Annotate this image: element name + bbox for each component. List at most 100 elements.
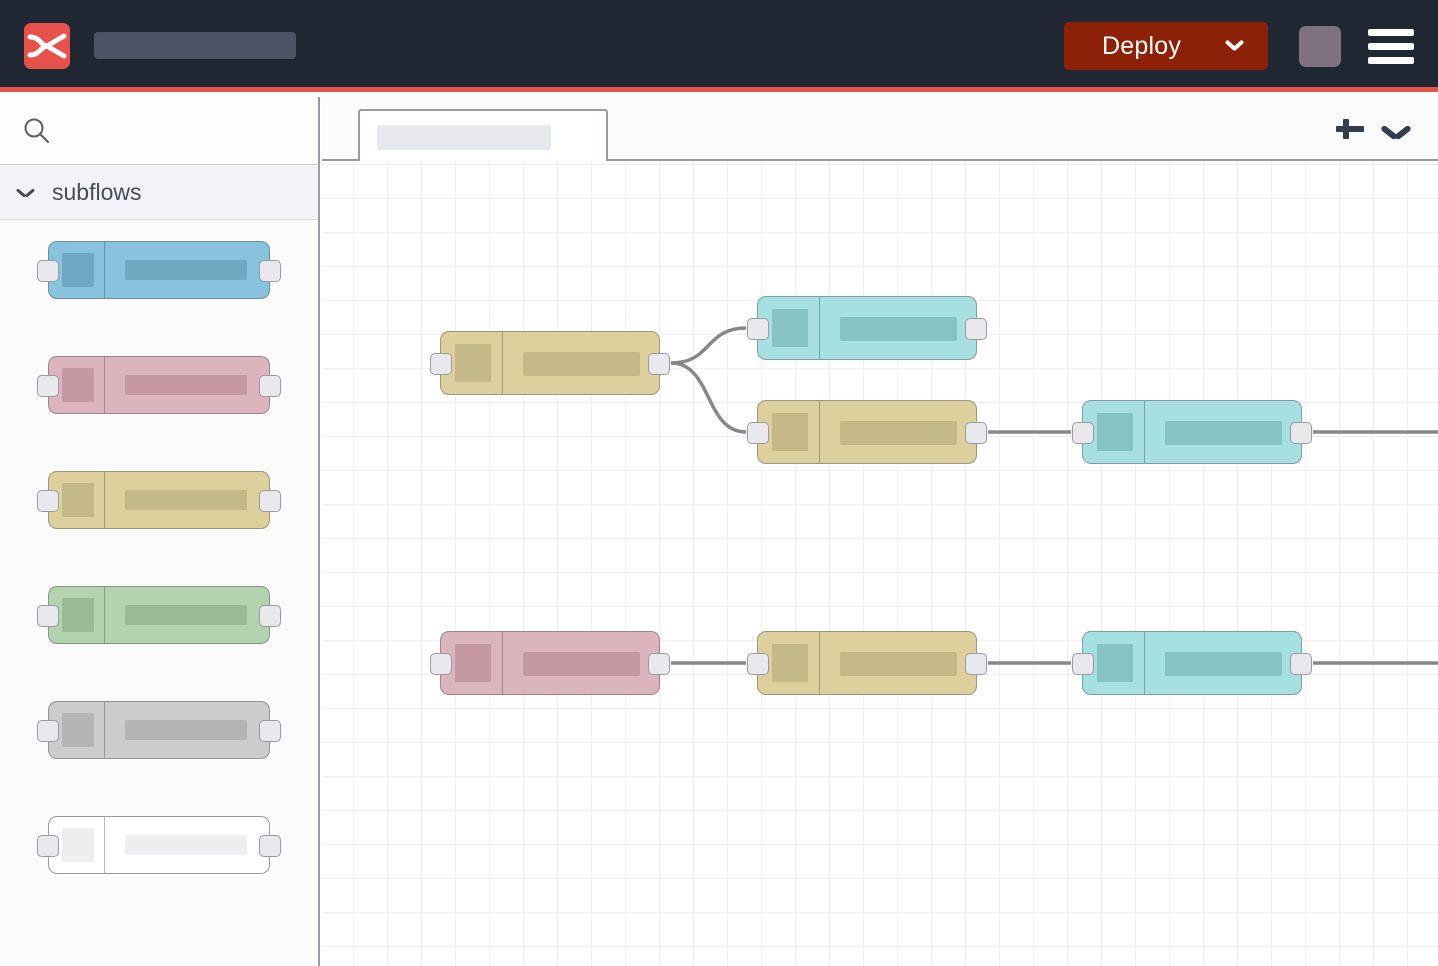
- node-icon-cell: [758, 297, 820, 359]
- app-header: Deploy: [0, 0, 1438, 92]
- node-output-port[interactable]: [965, 318, 987, 340]
- node-label-redacted: [125, 605, 247, 625]
- flow-node[interactable]: [430, 631, 670, 695]
- node-icon-redacted: [1097, 413, 1133, 451]
- node-output-port[interactable]: [259, 490, 281, 512]
- flow-title-redacted: [94, 32, 296, 59]
- node-input-port[interactable]: [1072, 422, 1094, 444]
- node-icon-redacted: [62, 713, 94, 747]
- node-label-redacted: [125, 490, 247, 510]
- node-icon-redacted: [772, 309, 808, 347]
- node-icon-redacted: [455, 344, 491, 382]
- node-output-port[interactable]: [965, 653, 987, 675]
- chevron-down-icon[interactable]: [1226, 39, 1243, 49]
- flow-node[interactable]: [747, 400, 987, 464]
- node-input-port[interactable]: [37, 260, 59, 282]
- palette-category-subflows[interactable]: subflows: [0, 166, 318, 220]
- node-output-port[interactable]: [965, 422, 987, 444]
- node-icon-redacted: [62, 253, 94, 287]
- palette-node[interactable]: [37, 356, 281, 414]
- node-input-port[interactable]: [37, 490, 59, 512]
- node-input-port[interactable]: [747, 422, 769, 444]
- node-red-logo-icon[interactable]: [24, 23, 70, 69]
- node-label-redacted: [840, 421, 957, 445]
- node-icon-cell: [49, 817, 105, 873]
- flow-node[interactable]: [1072, 400, 1312, 464]
- node-icon-redacted: [772, 644, 808, 682]
- node-icon-redacted: [1097, 644, 1133, 682]
- node-output-port[interactable]: [259, 260, 281, 282]
- node-label-redacted: [125, 835, 247, 855]
- node-output-port[interactable]: [259, 375, 281, 397]
- node-icon-redacted: [455, 644, 491, 682]
- node-input-port[interactable]: [1072, 653, 1094, 675]
- flow-node[interactable]: [430, 331, 670, 395]
- palette-node[interactable]: [37, 471, 281, 529]
- node-output-port[interactable]: [259, 720, 281, 742]
- node-icon-redacted: [62, 828, 94, 862]
- palette-node[interactable]: [37, 241, 281, 299]
- flow-node[interactable]: [747, 631, 987, 695]
- node-label-redacted: [523, 652, 640, 676]
- node-label-redacted: [125, 375, 247, 395]
- flow-wire[interactable]: [670, 361, 747, 434]
- flow-wire[interactable]: [670, 326, 747, 365]
- node-icon-cell: [49, 587, 105, 643]
- node-input-port[interactable]: [430, 353, 452, 375]
- search-icon: [22, 116, 52, 151]
- node-label-redacted: [125, 260, 247, 280]
- node-icon-redacted: [772, 413, 808, 451]
- node-label-redacted: [840, 652, 957, 676]
- node-icon-cell: [49, 242, 105, 298]
- node-output-port[interactable]: [648, 353, 670, 375]
- flow-tab-active[interactable]: [358, 109, 608, 163]
- node-icon-cell: [49, 357, 105, 413]
- node-label-redacted: [125, 720, 247, 740]
- palette-category-label: subflows: [52, 179, 142, 205]
- flow-tab-bar: [322, 97, 1438, 163]
- node-icon-cell: [758, 401, 820, 463]
- node-icon-cell: [1083, 632, 1145, 694]
- node-icon-cell: [441, 332, 503, 394]
- node-output-port[interactable]: [1290, 653, 1312, 675]
- palette-node[interactable]: [37, 586, 281, 644]
- node-output-port[interactable]: [259, 835, 281, 857]
- palette-node[interactable]: [37, 701, 281, 759]
- node-input-port[interactable]: [37, 720, 59, 742]
- deploy-button[interactable]: Deploy: [1064, 22, 1268, 70]
- node-icon-cell: [49, 702, 105, 758]
- node-label-redacted: [840, 317, 957, 341]
- node-input-port[interactable]: [37, 605, 59, 627]
- node-input-port[interactable]: [747, 653, 769, 675]
- search-input[interactable]: [0, 97, 318, 165]
- node-input-port[interactable]: [430, 653, 452, 675]
- flow-node[interactable]: [1072, 631, 1312, 695]
- node-icon-redacted: [62, 598, 94, 632]
- node-output-port[interactable]: [648, 653, 670, 675]
- node-icon-cell: [49, 472, 105, 528]
- node-icon-cell: [441, 632, 503, 694]
- flow-list-button[interactable]: [1378, 111, 1414, 147]
- workspace: [322, 97, 1438, 966]
- add-flow-button[interactable]: [1332, 111, 1368, 147]
- deploy-button-label: Deploy: [1102, 32, 1182, 60]
- node-label-redacted: [523, 352, 640, 376]
- node-input-port[interactable]: [37, 375, 59, 397]
- node-icon-cell: [758, 632, 820, 694]
- node-input-port[interactable]: [747, 318, 769, 340]
- wire-layer: [670, 326, 1438, 665]
- chevron-down-icon[interactable]: [17, 186, 34, 196]
- node-output-port[interactable]: [1290, 422, 1312, 444]
- palette-sidebar: subflows: [0, 97, 320, 966]
- hamburger-menu-icon[interactable]: [1368, 29, 1414, 64]
- node-label-redacted: [1165, 652, 1282, 676]
- flow-canvas[interactable]: [322, 161, 1438, 966]
- node-output-port[interactable]: [259, 605, 281, 627]
- node-input-port[interactable]: [37, 835, 59, 857]
- palette-node[interactable]: [37, 816, 281, 874]
- node-icon-cell: [1083, 401, 1145, 463]
- user-avatar[interactable]: [1299, 26, 1341, 67]
- node-label-redacted: [1165, 421, 1282, 445]
- flow-node[interactable]: [747, 296, 987, 360]
